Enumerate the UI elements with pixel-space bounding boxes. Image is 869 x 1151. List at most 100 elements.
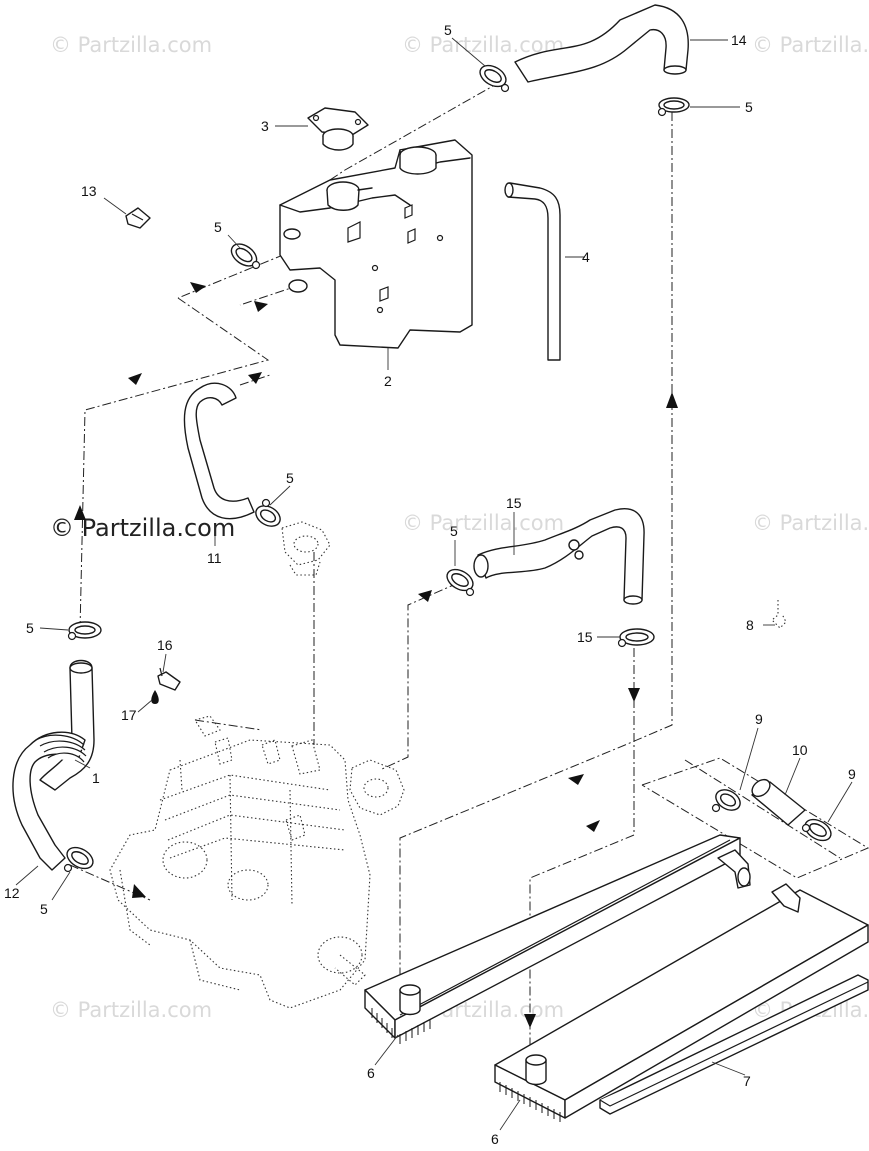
strip-edge bbox=[599, 981, 869, 1107]
callout-9: 9 bbox=[848, 766, 856, 782]
callout-6: 6 bbox=[491, 1131, 499, 1147]
flow-line bbox=[684, 759, 841, 859]
tank-boss bbox=[347, 221, 361, 243]
callout-5: 5 bbox=[26, 620, 34, 636]
callout-16: 16 bbox=[157, 637, 173, 653]
watermark-text: © Partzilla.com bbox=[752, 511, 869, 535]
callout-2: 2 bbox=[384, 373, 392, 389]
hose-clamp bbox=[711, 789, 741, 813]
callout-15: 15 bbox=[506, 495, 522, 511]
radiator-line bbox=[399, 839, 731, 1016]
water-outlet-fitting bbox=[349, 759, 405, 816]
tank-vent-fitting bbox=[357, 187, 373, 191]
tank-boss bbox=[407, 228, 416, 244]
hose-port bbox=[568, 539, 580, 551]
callout-13: 13 bbox=[81, 183, 97, 199]
callout-5: 5 bbox=[444, 22, 452, 38]
callout-5: 5 bbox=[214, 219, 222, 235]
flow-arrow-icon bbox=[628, 688, 640, 702]
tank-cap-seat bbox=[326, 189, 360, 211]
fitting-8 bbox=[771, 600, 787, 629]
hose-end bbox=[69, 662, 93, 674]
flow-line bbox=[399, 112, 673, 985]
watermark-text: © Partzilla.com bbox=[752, 33, 869, 57]
hose-clamp bbox=[801, 818, 832, 842]
callout-10: 10 bbox=[792, 742, 808, 758]
hose-end bbox=[473, 554, 489, 578]
flow-arrow-icon bbox=[190, 282, 206, 293]
leader-lines bbox=[15, 37, 853, 1131]
flow-arrow-icon bbox=[586, 820, 600, 832]
radiator-inlet bbox=[399, 989, 421, 1016]
hose-clamp bbox=[657, 97, 690, 117]
radiator-fins bbox=[499, 1082, 561, 1122]
flow-arrow-icon bbox=[132, 884, 146, 898]
hose-1-and-12 bbox=[12, 659, 95, 871]
tank-filler-neck bbox=[399, 154, 437, 175]
hose-end bbox=[751, 778, 771, 798]
hose-part bbox=[39, 659, 95, 791]
sealant-drop-17 bbox=[151, 690, 159, 704]
hose-clamp bbox=[446, 568, 475, 597]
clip-part bbox=[125, 207, 151, 229]
callout-12: 12 bbox=[4, 885, 20, 901]
hose-bellows bbox=[39, 740, 86, 751]
hose-part bbox=[507, 182, 561, 361]
flow-arrow-icon bbox=[128, 373, 142, 385]
cap-flange bbox=[307, 107, 369, 136]
callout-1: 1 bbox=[92, 770, 100, 786]
hose-bellows bbox=[47, 752, 85, 763]
tank-outlet bbox=[283, 228, 301, 240]
hose-clamp bbox=[255, 498, 281, 527]
callout-15: 15 bbox=[577, 629, 593, 645]
radiator-elbow bbox=[737, 867, 751, 887]
thermostat-housing bbox=[281, 521, 331, 576]
flow-arrows bbox=[74, 282, 678, 1028]
callout-4: 4 bbox=[582, 249, 590, 265]
flow-line bbox=[239, 284, 301, 306]
callout-6: 6 bbox=[367, 1065, 375, 1081]
hose-clamps bbox=[63, 64, 832, 873]
hose-14 bbox=[514, 4, 689, 83]
flow-arrow-icon bbox=[524, 1014, 536, 1028]
flow-line bbox=[79, 297, 270, 631]
hose-clamp bbox=[63, 846, 94, 873]
callout-labels: 5 14 5 3 13 5 4 2 5 15 5 11 5 15 8 16 17… bbox=[4, 22, 856, 1147]
cap-skirt bbox=[322, 135, 354, 151]
temperature-sensor-16 bbox=[157, 667, 181, 691]
callout-11: 11 bbox=[207, 550, 222, 566]
callout-3: 3 bbox=[261, 118, 269, 134]
radiator-fins bbox=[371, 1008, 431, 1044]
callout-5: 5 bbox=[450, 523, 458, 539]
radiator-inlet bbox=[525, 1054, 547, 1066]
callout-9: 9 bbox=[755, 711, 763, 727]
engine-block bbox=[109, 715, 371, 1009]
seal-strip-7 bbox=[599, 974, 869, 1115]
overflow-hose-4 bbox=[504, 182, 561, 361]
clip-detail bbox=[131, 213, 144, 221]
heat-exchanger-upper-6 bbox=[364, 834, 751, 1044]
watermark-text: © Partzilla.com bbox=[50, 998, 212, 1022]
hose-clamp bbox=[617, 628, 655, 648]
tank-outlet bbox=[288, 279, 308, 293]
flow-arrow-icon bbox=[74, 505, 86, 520]
hose-15 bbox=[473, 508, 645, 605]
callout-8: 8 bbox=[746, 617, 754, 633]
flow-arrow-icon bbox=[254, 301, 268, 312]
flow-arrow-icon bbox=[568, 774, 584, 785]
hose-port bbox=[574, 550, 584, 560]
sensor-body bbox=[157, 671, 181, 691]
flow-line bbox=[239, 374, 271, 386]
radiator-cap-3 bbox=[307, 107, 369, 151]
radiator-inlet bbox=[525, 1059, 547, 1086]
hose-end bbox=[623, 595, 643, 605]
hose-clamp bbox=[230, 243, 261, 270]
tank-body bbox=[279, 139, 473, 349]
heat-exchanger-lower-6 bbox=[494, 883, 869, 1122]
callout-14: 14 bbox=[731, 32, 747, 48]
hose-part bbox=[183, 382, 255, 520]
clip-13 bbox=[125, 207, 151, 229]
hose-end bbox=[504, 182, 514, 198]
callout-17: 17 bbox=[121, 707, 137, 723]
